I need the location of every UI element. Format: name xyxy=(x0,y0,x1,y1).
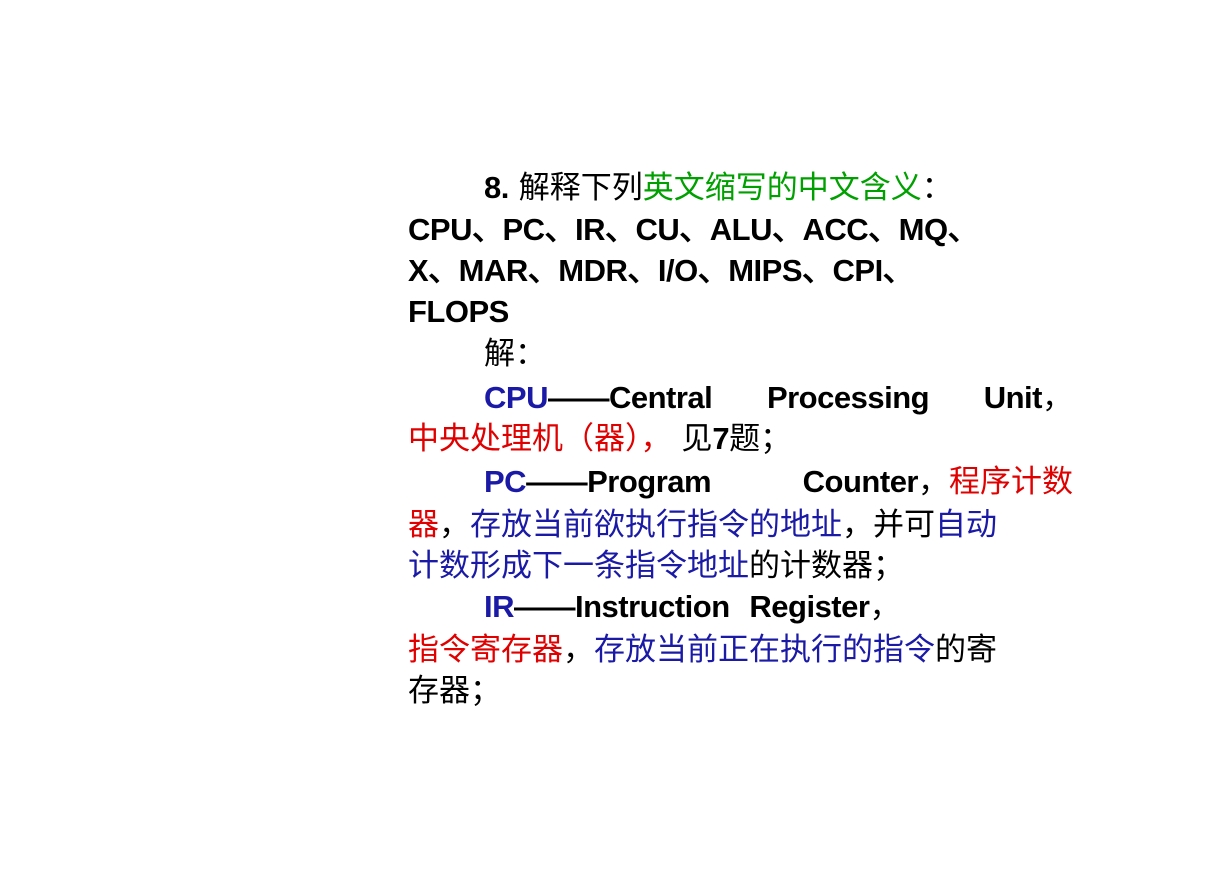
cpu-line: CPU——Central Processing Unit， xyxy=(484,378,1073,418)
abbr-list-line-1: CPU、PC、IR、CU、ALU、ACC、MQ、 xyxy=(408,212,979,247)
pc-line-justify: PC——Program Counter，程序计数 xyxy=(484,462,1073,502)
cpu-abbr: CPU xyxy=(484,380,548,415)
question-number: 8. xyxy=(484,170,509,205)
pc-tail: 的计数器； xyxy=(749,548,904,584)
ir-line: IR——Instruction Register， xyxy=(484,587,1073,627)
ir-dash: —— xyxy=(514,589,576,624)
cpu-ref-b: 题； xyxy=(729,421,792,457)
ir-abbr: IR xyxy=(484,589,515,624)
pc-comma-2: ， xyxy=(439,507,470,543)
cpu-cn-line: 中央处理机（器）， 见7题； xyxy=(408,419,1073,459)
pc-desc-2b: 计数形成下一条指令地址 xyxy=(408,548,749,584)
cpu-dash: —— xyxy=(547,380,610,415)
ir-word-2: Register xyxy=(749,589,870,624)
pc-dash: —— xyxy=(526,464,588,499)
cpu-word-2: Processing xyxy=(766,380,930,415)
pc-word-1: Program xyxy=(587,464,712,499)
abbr-list-line-2: X、MAR、MDR、I/O、MIPS、CPI、 xyxy=(408,253,914,288)
question-prefix: 解释下列 xyxy=(518,170,643,206)
pc-line: PC——Program Counter，程序计数 xyxy=(484,462,1073,502)
pc-comma: ， xyxy=(918,464,949,500)
pc-abbr: PC xyxy=(484,464,527,499)
pc-cn-b: 器 xyxy=(408,507,439,543)
cpu-word-3: Unit xyxy=(983,380,1043,415)
cpu-line-justify: CPU——Central Processing Unit， xyxy=(484,378,1073,418)
ir-comma-2: ， xyxy=(563,632,594,668)
pc-desc-1: 存放当前欲执行指令的地址 xyxy=(470,507,842,543)
cpu-ref-a: 见 xyxy=(681,421,713,457)
pc-word-2: Counter xyxy=(802,464,919,499)
pc-mid: ，并可 xyxy=(842,507,935,543)
cpu-ref-num: 7 xyxy=(712,421,730,456)
ir-comma: ， xyxy=(869,589,901,625)
ir-word-1: Instruction xyxy=(575,589,730,624)
cpu-cn: 中央处理机（器）， xyxy=(408,421,672,457)
ir-desc: 存放当前正在执行的指令 xyxy=(594,632,935,668)
ir-desc-line-1: 指令寄存器，存放当前正在执行的指令的寄 xyxy=(408,630,1073,670)
pc-cn-a: 程序计数 xyxy=(949,464,1073,500)
ir-desc-line-2: 存器； xyxy=(408,673,501,709)
answer-label: 解： xyxy=(484,336,546,372)
cpu-comma: ， xyxy=(1042,380,1073,416)
abbr-list-line-3: FLOPS xyxy=(408,294,509,329)
question-colon: ： xyxy=(921,170,953,206)
question-heading: 8. 解释下列英文缩写的中文含义： xyxy=(484,168,1073,208)
ir-tail-a: 的寄 xyxy=(935,632,997,668)
pc-desc-line-2: 计数形成下一条指令地址的计数器； xyxy=(408,546,1073,586)
pc-desc-line-1: 器，存放当前欲执行指令的地址，并可自动 xyxy=(408,505,1073,545)
ir-cn: 指令寄存器 xyxy=(408,632,563,668)
pc-desc-2a: 自动 xyxy=(935,507,997,543)
cpu-word-1: Central xyxy=(608,380,713,415)
question-highlight: 英文缩写的中文含义 xyxy=(642,170,922,206)
